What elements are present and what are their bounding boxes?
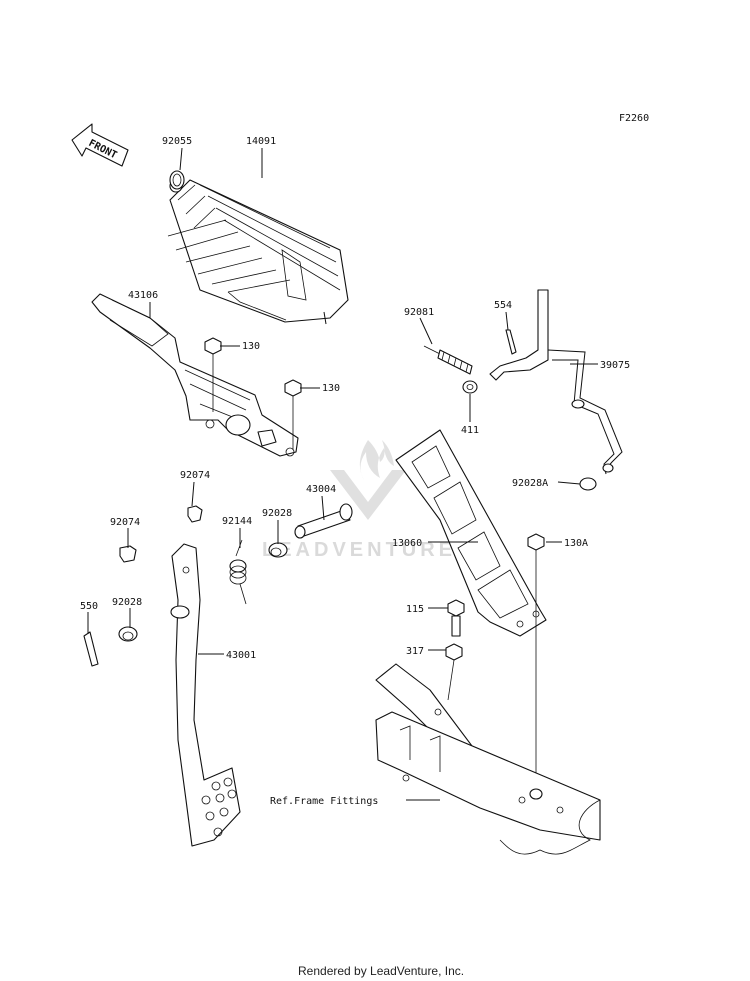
part-130A-bolt	[527, 533, 545, 790]
part-39075-rod	[489, 289, 623, 475]
part-92074-cap-1	[187, 505, 203, 523]
callout-92028A: 92028A	[512, 478, 548, 489]
callout-92144: 92144	[222, 516, 252, 527]
callout-43001: 43001	[226, 650, 256, 661]
part-411-washer	[462, 380, 478, 394]
callout-317: 317	[406, 646, 424, 657]
leader-lines	[87, 147, 598, 801]
leadventure-watermark: LEADVENTURE	[262, 440, 456, 561]
footer-credit: Rendered by LeadVenture, Inc.	[298, 964, 464, 978]
callout-92074-2: 92074	[110, 517, 140, 528]
part-43004-shaft	[294, 503, 353, 539]
callout-130A: 130A	[564, 538, 588, 549]
part-317-nut	[445, 643, 463, 701]
part-130-bolt-1	[204, 337, 222, 412]
part-43106-lever	[91, 293, 299, 457]
callout-ref-frame-fittings: Ref.Frame Fittings	[270, 796, 378, 807]
part-130-bolt-2	[284, 379, 302, 450]
diagram-code: F2260	[619, 113, 649, 124]
front-arrow-icon: FRONT	[71, 123, 129, 167]
callout-43106: 43106	[128, 290, 158, 301]
part-92028A-collar	[579, 477, 597, 491]
part-frame-fittings	[375, 663, 601, 855]
part-554-pin	[505, 329, 517, 355]
callout-92074-1: 92074	[180, 470, 210, 481]
part-92028-bushing-1	[268, 542, 288, 558]
callout-550: 550	[80, 601, 98, 612]
part-43001-brake-pedal	[170, 543, 241, 847]
part-92074-cap-2	[119, 545, 137, 563]
callout-130-2: 130	[322, 383, 340, 394]
part-13060-pedal	[395, 429, 547, 637]
callout-92081: 92081	[404, 307, 434, 318]
callout-115: 115	[406, 604, 424, 615]
watermark-text: LEADVENTURE	[262, 539, 456, 561]
callout-92028-1: 92028	[262, 508, 292, 519]
callout-43004: 43004	[306, 484, 336, 495]
part-92144-spring	[229, 539, 247, 605]
callout-39075: 39075	[600, 360, 630, 371]
callout-14091: 14091	[246, 136, 276, 147]
callout-130-1: 130	[242, 341, 260, 352]
callout-92028-2: 92028	[112, 597, 142, 608]
part-550-clip	[83, 631, 99, 667]
callout-92055: 92055	[162, 136, 192, 147]
callout-411: 411	[461, 425, 479, 436]
callout-554: 554	[494, 300, 512, 311]
callout-13060: 13060	[392, 538, 422, 549]
part-92081-spring	[423, 345, 473, 375]
part-92055-oring	[169, 170, 185, 190]
part-14091-boot	[167, 179, 349, 325]
part-92028-bushing-2	[118, 626, 138, 642]
part-115-bolt	[447, 599, 465, 637]
